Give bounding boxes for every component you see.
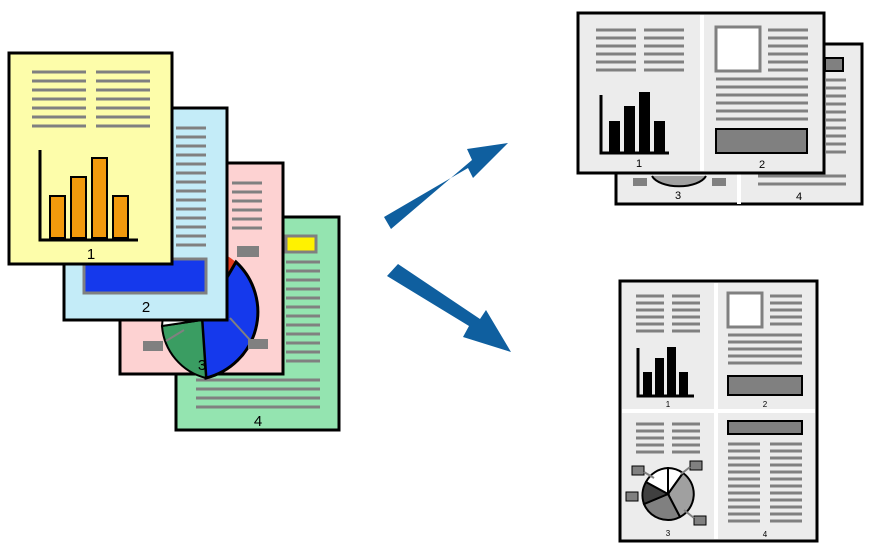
mini-pie-chart [641, 466, 695, 521]
page-number: 1 [636, 158, 642, 170]
portrait-sheet: 1 2 [618, 279, 819, 543]
leader-line [680, 466, 691, 475]
chart-bar [624, 106, 635, 152]
page-number: 3 [666, 529, 671, 538]
text-lines [232, 181, 262, 230]
chart-axes [599, 95, 669, 155]
yellow-highlight [284, 234, 318, 254]
page-number: 4 [254, 413, 262, 430]
arrow-to-landscape [384, 143, 508, 229]
chart-bar [667, 347, 676, 395]
landscape-sheet-front: 1 2 [576, 11, 826, 175]
leader-line [643, 471, 655, 479]
chart-bar [639, 92, 650, 152]
page-number: 2 [759, 159, 765, 171]
mini-page-3: 3 [625, 422, 707, 538]
source-page-1: 1 [7, 51, 174, 266]
chart-bar [91, 157, 108, 239]
chart-bar [643, 372, 652, 395]
page-number: 4 [763, 530, 768, 539]
page-number: 2 [763, 400, 768, 409]
page-number: 1 [87, 246, 95, 263]
page-number: 1 [666, 400, 671, 409]
text-lines [176, 126, 206, 247]
image-placeholder [726, 291, 764, 329]
pie-slice-blue [200, 259, 260, 380]
chart-bar [655, 358, 664, 395]
legend-box [625, 491, 639, 502]
text-lines [728, 294, 802, 365]
image-placeholder [714, 25, 762, 73]
text-lines [728, 442, 802, 523]
text-lines [716, 28, 808, 121]
mini-page-4: 4 [727, 420, 803, 539]
legend-box [712, 178, 726, 186]
text-lines [596, 28, 684, 72]
legend-box [693, 515, 707, 526]
pie-slice-green [160, 318, 208, 380]
text-lines [32, 70, 150, 128]
page-number: 2 [142, 299, 150, 316]
chart-bar [70, 176, 87, 239]
text-lines [636, 422, 700, 454]
leader-line [683, 509, 695, 519]
chart-bar [679, 372, 688, 395]
mini-page-2: 2 [726, 291, 803, 409]
chart-axes [38, 150, 138, 242]
leader-line [229, 317, 251, 341]
text-lines [758, 78, 846, 186]
arrow-to-portrait [387, 264, 511, 352]
page-number: 3 [198, 357, 206, 374]
chart-bar [49, 195, 66, 239]
leader-line [165, 329, 185, 342]
page-background [7, 51, 174, 266]
legend-box [633, 178, 647, 186]
dark-bar [727, 420, 803, 435]
mini-page-1: 1 [636, 294, 700, 409]
legend-box [248, 339, 268, 349]
legend-box [143, 341, 163, 351]
legend-box [237, 246, 259, 257]
chart-bar [609, 121, 620, 152]
dark-bar [715, 128, 808, 154]
page-number: 4 [796, 191, 802, 203]
chart-bar [112, 195, 129, 239]
legend-box [631, 465, 645, 476]
mini-pie [651, 175, 707, 188]
chart-axes [636, 348, 694, 398]
dark-bar [824, 57, 844, 72]
page-number: 3 [675, 190, 681, 202]
pie-slice [644, 466, 669, 496]
bar-chart [38, 150, 138, 242]
text-lines [196, 260, 320, 409]
text-lines [636, 294, 700, 333]
legend-box [689, 460, 703, 471]
mini-bar-chart [599, 92, 669, 155]
chart-bar [654, 121, 665, 152]
dark-bar [727, 375, 803, 396]
